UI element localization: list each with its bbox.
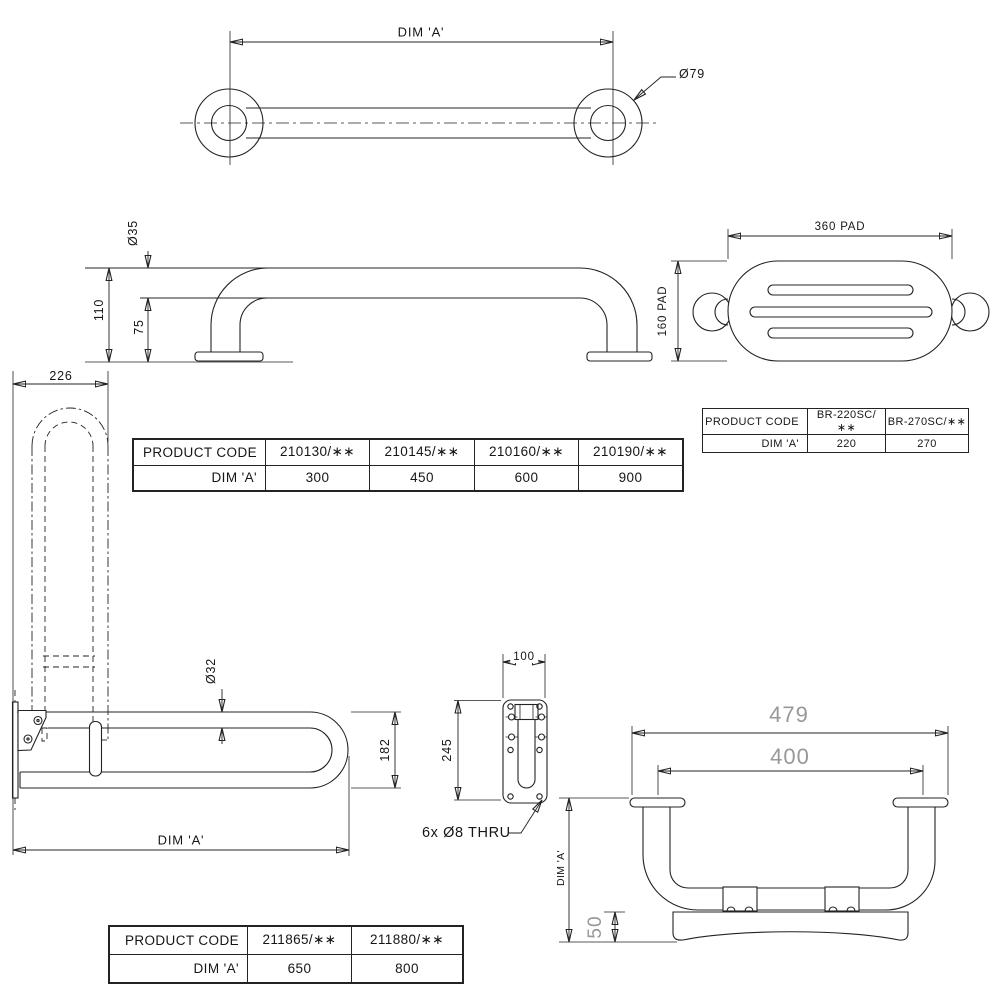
wall-plate-face <box>502 699 548 804</box>
rail-outer <box>17 711 349 789</box>
overall-height-label: 110 <box>92 298 106 322</box>
tube-diameter-label: Ø35 <box>126 219 140 247</box>
spec-cell: 210160/∗∗ <box>474 438 579 466</box>
pad-body <box>727 260 953 362</box>
flange-right <box>573 88 643 158</box>
hinge-screw <box>23 734 33 744</box>
spec-cell: 211865/∗∗ <box>247 925 352 955</box>
plate-hole <box>536 793 543 800</box>
spec-cell: DIM 'A' <box>132 464 266 492</box>
plate-hole <box>536 703 543 710</box>
bar-tube <box>246 107 591 139</box>
spec-cell: 450 <box>369 464 475 492</box>
spec-cell: 270 <box>885 434 969 453</box>
rim-clamp <box>824 886 860 912</box>
spec-cell: 800 <box>351 953 464 984</box>
pad-slot <box>767 284 914 296</box>
spec-cell: 900 <box>578 464 684 492</box>
padded-rail-spec-table: PRODUCT CODE BR-220SC/∗∗ BR-270SC/∗∗ DIM… <box>702 408 969 453</box>
pad-slot <box>767 327 914 339</box>
bath-flange-left <box>629 797 686 808</box>
bath-rail-inner <box>669 807 909 889</box>
plate-hole <box>507 703 514 710</box>
plate-hole <box>507 746 514 754</box>
hinged-rail-spec-table: PRODUCT CODE 211865/∗∗ 211880/∗∗ DIM 'A'… <box>108 925 464 984</box>
spec-cell: BR-270SC/∗∗ <box>885 408 969 435</box>
padded-rail-drawing <box>671 229 990 362</box>
fixing-bolt <box>507 713 516 721</box>
bath-overall-width-label: 479 <box>769 702 809 727</box>
dim-a-label-bath-rail: DIM 'A' <box>555 850 567 886</box>
pad-width-label: 360 PAD <box>814 221 866 233</box>
dim-a-label-hinged-rail: DIM 'A' <box>157 832 205 848</box>
bath-rail-outer <box>642 807 936 911</box>
foot-right <box>586 351 653 362</box>
plate-height-label: 245 <box>440 738 454 762</box>
spec-cell: DIM 'A' <box>108 953 248 984</box>
bath-flange-right <box>892 797 949 808</box>
pad-height-label: 160 PAD <box>657 285 669 337</box>
fixing-bolt <box>507 733 516 741</box>
lower-height-label: 75 <box>132 319 146 335</box>
pad-slot <box>749 306 933 318</box>
holes-note-label: 6x Ø8 THRU <box>422 825 511 841</box>
pad-flange-right <box>950 292 990 332</box>
bath-rim <box>672 911 909 941</box>
rim-height-label: 50 <box>585 915 606 939</box>
hinged-rail-drawing <box>11 371 401 856</box>
dim-a-label-straight-bar: DIM 'A' <box>397 24 445 40</box>
cross-brace <box>43 655 95 668</box>
plate-hole <box>507 793 514 800</box>
spec-cell: PRODUCT CODE <box>108 925 248 955</box>
spec-cell: 650 <box>247 953 352 984</box>
straight-bar-spec-table: PRODUCT CODE 210130/∗∗ 210145/∗∗ 210160/… <box>132 438 684 492</box>
locking-sleeve <box>88 720 103 777</box>
depth-label: 226 <box>49 369 73 383</box>
spec-cell: 220 <box>807 434 886 453</box>
spec-cell: 211880/∗∗ <box>351 925 464 955</box>
wall-plate-drawing <box>454 654 548 834</box>
fixing-bolt <box>537 713 546 721</box>
spec-cell: PRODUCT CODE <box>702 408 808 435</box>
foot-left <box>194 351 264 362</box>
bath-rail-drawing <box>559 726 949 943</box>
hinged-tube-diameter-label: Ø32 <box>204 657 218 685</box>
plate-width-label: 100 <box>510 651 538 663</box>
spec-cell: PRODUCT CODE <box>132 438 266 466</box>
flange-left <box>194 88 264 158</box>
spec-cell: 600 <box>474 464 579 492</box>
side-elevation-drawing <box>85 251 653 363</box>
spec-cell: 210145/∗∗ <box>369 438 475 466</box>
spec-cell: 300 <box>265 464 370 492</box>
fixing-bolt <box>537 733 546 741</box>
spec-cell: 210190/∗∗ <box>578 438 684 466</box>
rail-inner <box>20 727 333 773</box>
bath-centres-width-label: 400 <box>770 744 810 769</box>
spec-cell: 210130/∗∗ <box>265 438 370 466</box>
rim-clamp <box>722 886 758 912</box>
hinge-screw <box>33 715 43 726</box>
straight-bar-drawing <box>180 31 676 165</box>
spec-cell: BR-220SC/∗∗ <box>807 408 886 435</box>
flange-diameter-label: Ø79 <box>679 67 706 81</box>
spec-cell: DIM 'A' <box>702 434 808 453</box>
loop-height-label: 182 <box>378 738 392 762</box>
plate-hole <box>536 746 543 754</box>
hinge-knuckle <box>514 703 539 721</box>
